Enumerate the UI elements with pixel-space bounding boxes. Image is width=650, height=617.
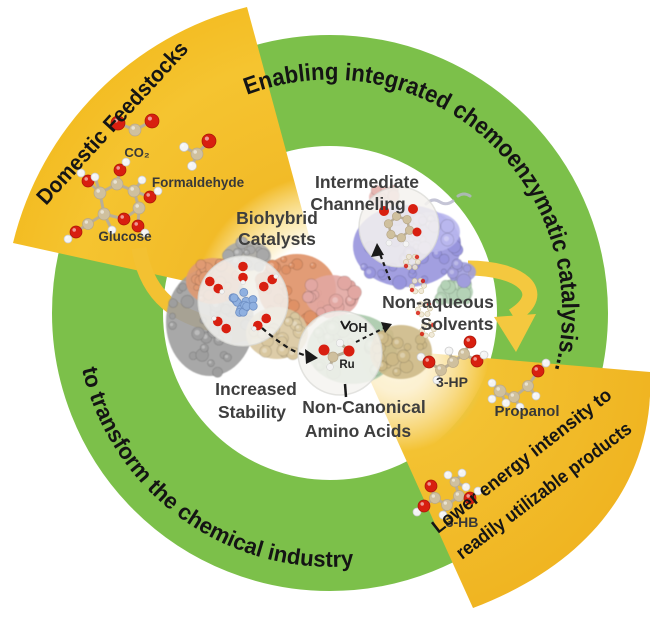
- molecule-glucose: [63, 157, 163, 244]
- label-propanol: Propanol: [494, 403, 559, 420]
- label-stability-2: Stability: [218, 402, 286, 422]
- molecule-propanol: [487, 358, 551, 412]
- molecule-co2: [110, 113, 160, 137]
- label-ncaa-2: Amino Acids: [305, 421, 412, 441]
- protein-blob: [446, 258, 476, 289]
- molecule-models: [63, 113, 551, 520]
- molecule-labels: CO₂ Formaldehyde Glucose 3-HP Propanol 3…: [98, 145, 559, 530]
- green-ring: [52, 35, 608, 591]
- label-co2: CO₂: [124, 145, 150, 160]
- molecule-formaldehyde: [179, 133, 217, 171]
- label-formaldehyde: Formaldehyde: [152, 175, 245, 190]
- label-solvents-2: Solvents: [421, 314, 494, 334]
- label-ncaa-1: Non-Canonical: [302, 397, 425, 417]
- chain-molecule: [415, 300, 433, 318]
- label-ru: Ru: [339, 359, 354, 371]
- dashed-arrow-ru-to-chain: [355, 322, 392, 343]
- intermediate-molecule: [379, 204, 422, 248]
- label-oh: OH: [349, 321, 368, 335]
- feedstocks-wedge: [13, 7, 330, 313]
- label-channeling-2: Channeling: [310, 194, 405, 214]
- flow-arrow-right: [467, 260, 538, 352]
- label-3hb: 3-HB: [446, 514, 479, 530]
- center-labels: Biohybrid Catalysts Intermediate Channel…: [215, 172, 494, 441]
- intermediate-chain: [403, 253, 437, 339]
- label-3hp: 3-HP: [436, 374, 468, 390]
- chain-molecule: [409, 277, 427, 295]
- label-biohybrid-2: Catalysts: [238, 229, 316, 249]
- chain-molecule: [419, 321, 437, 339]
- inset-artwork: [204, 204, 422, 371]
- molecule-hp3: [416, 335, 489, 385]
- label-biohybrid-1: Biohybrid: [236, 208, 318, 228]
- label-stability-1: Increased: [215, 379, 297, 399]
- label-solvents-1: Non-aqueous: [382, 292, 494, 312]
- molecule-hb3: [412, 468, 483, 520]
- chain-molecule: [403, 253, 421, 271]
- oh-stick: [340, 320, 351, 330]
- label-channeling-1: Intermediate: [315, 172, 419, 192]
- label-glucose: Glucose: [98, 229, 152, 244]
- ru-complex: [318, 338, 355, 371]
- products-wedge: [355, 347, 650, 608]
- ru-ligand-stick: [343, 383, 348, 398]
- protein-blob: [370, 325, 432, 379]
- dashed-arrow-to-intermediate: [371, 243, 392, 281]
- dashed-arrow-np-to-ru: [261, 327, 318, 364]
- nanoparticle-cluster: [204, 261, 279, 334]
